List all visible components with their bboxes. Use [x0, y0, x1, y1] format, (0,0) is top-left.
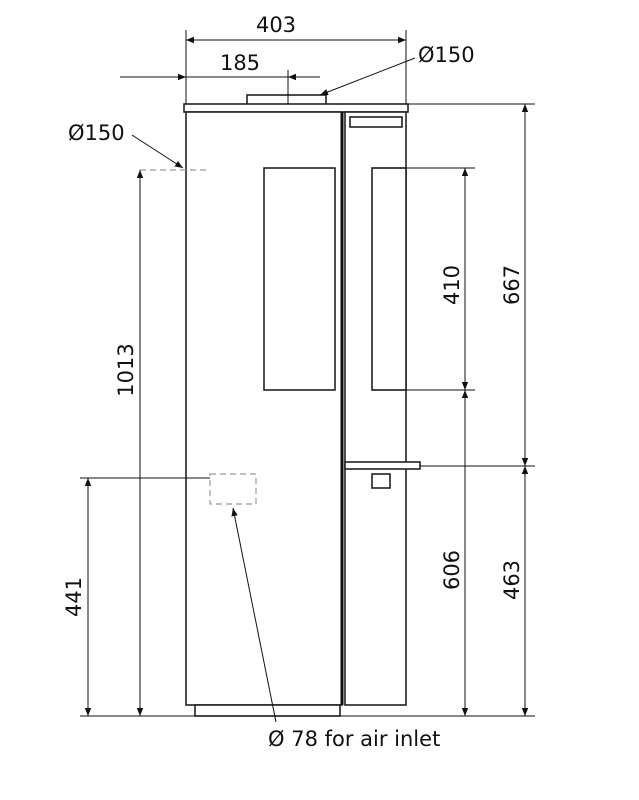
air-inlet-note: Ø 78 for air inlet — [268, 727, 440, 751]
dim-top-flue-diameter: Ø150 — [418, 43, 475, 67]
dim-window-height: 410 — [440, 265, 464, 305]
dim-rear-flue-height: 1013 — [114, 343, 138, 396]
dim-flue-offset: 185 — [220, 51, 260, 75]
top-plate — [183, 103, 409, 113]
dim-rear-flue-diameter: Ø150 — [68, 121, 125, 145]
stove-outline — [140, 94, 421, 717]
dim-air-inlet-height: 441 — [62, 577, 86, 617]
door-handle — [371, 473, 391, 489]
dim-door-bottom-height: 606 — [440, 550, 464, 590]
dimension-lines — [84, 36, 529, 723]
front-window — [371, 167, 407, 391]
air-inlet-hidden — [209, 473, 257, 505]
dim-lower-height: 463 — [500, 560, 524, 600]
dim-upper-height: 667 — [500, 265, 524, 305]
base-plinth — [194, 704, 341, 717]
ash-shelf — [344, 461, 421, 470]
dim-overall-width: 403 — [256, 13, 296, 37]
side-window — [263, 167, 336, 391]
